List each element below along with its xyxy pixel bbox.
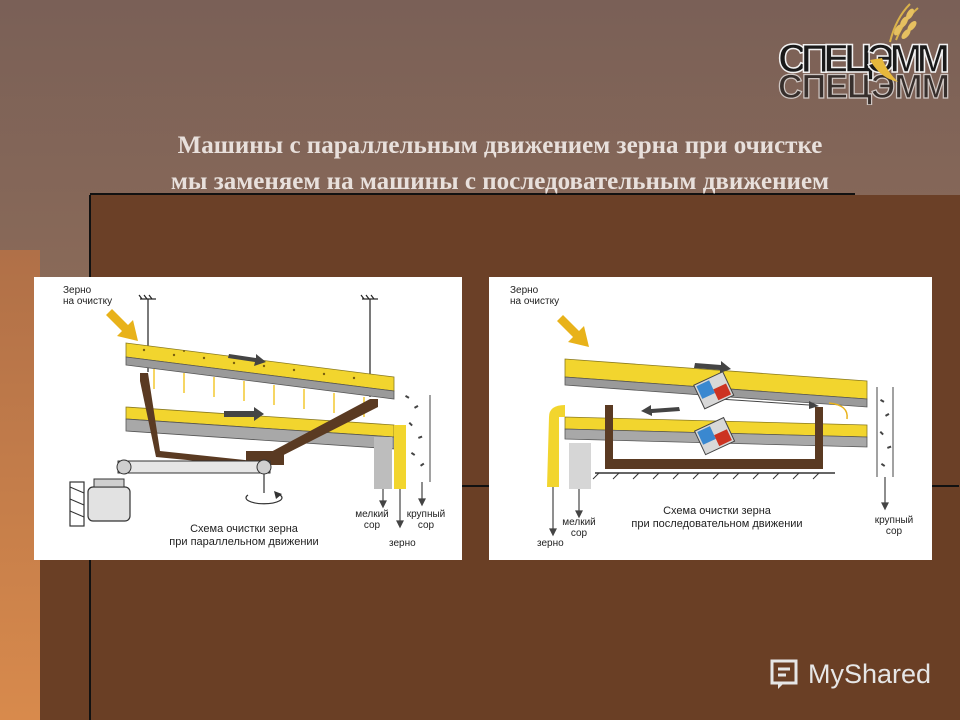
divider-line xyxy=(90,193,855,195)
svg-text:СПЕЦЭММ: СПЕЦЭММ xyxy=(778,68,950,105)
diagram-parallel: Зерно на очистку Схема очистки зерна при… xyxy=(34,277,462,560)
left-input-label: Зерно на очистку xyxy=(63,285,112,307)
left-input-label-line2: на очистку xyxy=(63,296,113,307)
right-large-debris-line2: сор xyxy=(885,526,903,537)
left-caption: Схема очистки зерна при параллельном дви… xyxy=(154,523,334,549)
right-large-debris-line1: крупный xyxy=(874,515,914,526)
left-caption-line1: Схема очистки зерна xyxy=(190,523,298,535)
right-small-debris-label: мелкий сор xyxy=(561,517,597,539)
logo-text: СПЕЦЭММ xyxy=(778,37,950,81)
right-grain-output-label: зерно xyxy=(537,538,564,549)
right-small-debris-line1: мелкий xyxy=(562,517,596,528)
right-input-label-line2: на очистку xyxy=(510,296,560,307)
myshared-watermark: MyShared xyxy=(768,654,931,694)
right-large-debris-label: крупный сор xyxy=(871,515,917,537)
company-logo: СПЕЦЭММ СПЕЦЭММ xyxy=(778,0,958,105)
right-input-label: Зерно на очистку xyxy=(510,285,559,307)
diagram-parallel-drawing xyxy=(69,294,431,529)
slide-title: Машины с параллельным движением зерна пр… xyxy=(60,128,940,200)
left-large-debris-line2: сор xyxy=(417,520,435,531)
left-large-debris-line1: крупный xyxy=(406,509,446,520)
left-small-debris-line1: мелкий xyxy=(355,509,389,520)
title-line-1: Машины с параллельным движением зерна пр… xyxy=(177,132,823,159)
right-small-debris-line2: сор xyxy=(570,528,588,539)
diagram-sequential: Зерно на очистку Схема очистки зерна при… xyxy=(489,277,932,560)
right-caption-line1: Схема очистки зерна xyxy=(663,505,771,517)
left-input-label-line1: Зерно xyxy=(63,285,92,296)
myshared-logo-icon xyxy=(770,659,798,689)
title-line-2: мы заменяем на машины с последовательным… xyxy=(170,168,830,195)
input-arrow-icon xyxy=(557,315,589,347)
myshared-text: MyShared xyxy=(808,658,932,689)
right-input-label-line1: Зерно xyxy=(510,285,539,296)
right-caption-line2: при последовательном движении xyxy=(631,518,803,530)
input-arrow-icon xyxy=(106,309,138,341)
left-accent-bar xyxy=(0,250,40,720)
right-caption: Схема очистки зерна при последовательном… xyxy=(617,505,817,531)
left-grain-output-label: зерно xyxy=(389,538,416,549)
left-large-debris-label: крупный сор xyxy=(404,509,448,531)
left-small-debris-line2: сор xyxy=(363,520,381,531)
left-caption-line2: при параллельном движении xyxy=(169,536,319,548)
left-small-debris-label: мелкий сор xyxy=(355,509,389,531)
diagram-sequential-drawing xyxy=(547,315,894,537)
